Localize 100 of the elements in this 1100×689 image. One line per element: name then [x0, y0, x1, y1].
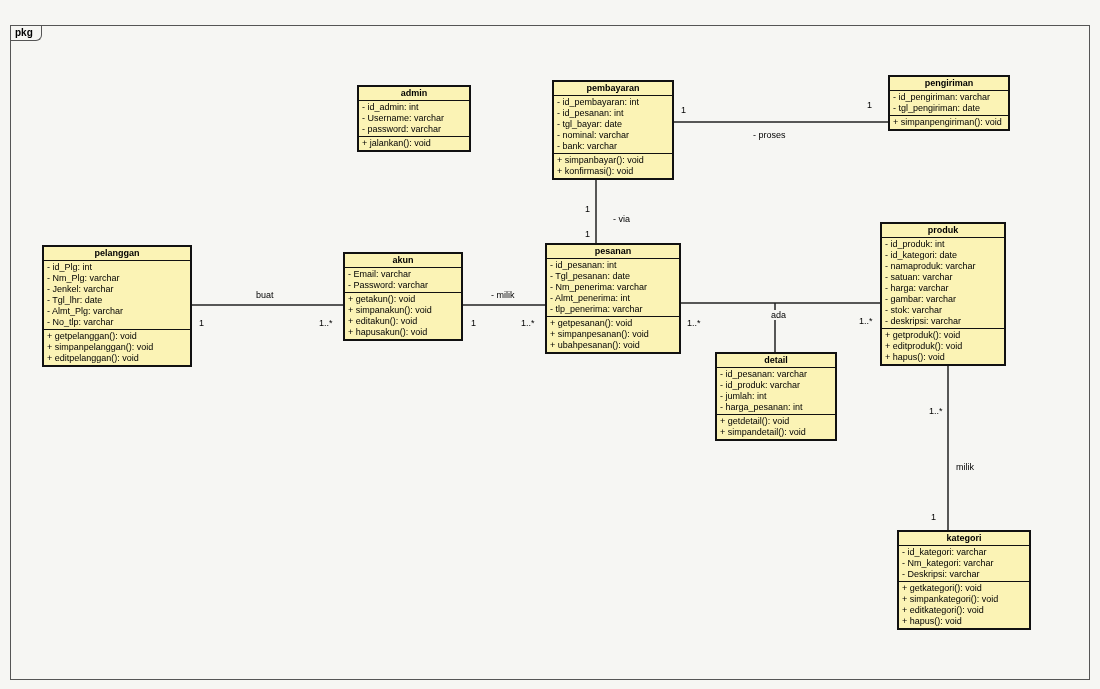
attribute-text: - nominal: varchar [557, 130, 631, 141]
method-text: + getproduk(): void [885, 330, 962, 341]
class-box [357, 85, 471, 152]
attribute-text: - stok: varchar [885, 305, 943, 316]
method-text: + editproduk(): void [885, 341, 964, 352]
attribute-text: - Email: varchar [348, 269, 412, 280]
method-text: + editakun(): void [348, 316, 419, 327]
association-line [673, 121, 889, 123]
attribute-text: - id_pesanan: varchar [720, 369, 809, 380]
class-name: pengiriman [890, 77, 1008, 91]
class-box [880, 222, 1006, 366]
method-text: + getdetail(): void [720, 416, 791, 427]
attribute-text: - id_kategori: varchar [902, 547, 988, 558]
attribute-text: - id_pesanan: int [550, 260, 618, 271]
method-text: + simpanakun(): void [348, 305, 433, 316]
attribute-text: - Almt_penerima: int [550, 293, 632, 304]
attribute-text: - No_tlp: varchar [47, 317, 115, 328]
edge-label: ada [770, 310, 788, 320]
method-text: + hapus(): void [885, 352, 946, 363]
edge-label: buat [255, 290, 275, 300]
method-text: + editpelanggan(): void [47, 353, 140, 364]
class-name: kategori [899, 532, 1029, 546]
method-text: + editkategori(): void [902, 605, 985, 616]
method-text: + getakun(): void [348, 294, 417, 305]
method-text: + hapus(): void [902, 616, 963, 627]
attribute-text: - id_pembayaran: int [557, 97, 641, 108]
attribute-text: - namaproduk: varchar [885, 261, 977, 272]
association-line [462, 304, 546, 306]
method-text: + ubahpesanan(): void [550, 340, 641, 351]
multiplicity-label: 1 [866, 100, 873, 110]
class-name: admin [359, 87, 469, 101]
attribute-text: - Tgl_pesanan: date [550, 271, 631, 282]
attribute-text: - Almt_Plg: varchar [47, 306, 125, 317]
multiplicity-label: 1..* [928, 406, 944, 416]
multiplicity-label: 1..* [318, 318, 334, 328]
multiplicity-label: 1..* [520, 318, 536, 328]
attribute-text: - tgl_bayar: date [557, 119, 624, 130]
class-box [888, 75, 1010, 131]
method-text: + simpanbayar(): void [557, 155, 645, 166]
class-box [715, 352, 837, 441]
attribute-text: - id_pesanan: int [557, 108, 625, 119]
attribute-text: - id_pengiriman: varchar [893, 92, 992, 103]
class-box [897, 530, 1031, 630]
attribute-text: - satuan: varchar [885, 272, 954, 283]
edge-label: - via [612, 214, 631, 224]
association-line [191, 304, 344, 306]
attribute-text: - id_produk: varchar [720, 380, 802, 391]
edge-label: milik [955, 462, 975, 472]
attribute-text: - id_Plg: int [47, 262, 94, 273]
attribute-text: - Deskripsi: varchar [902, 569, 981, 580]
attribute-text: - Password: varchar [348, 280, 430, 291]
method-text: + getpesanan(): void [550, 318, 634, 329]
class-box [552, 80, 674, 180]
method-text: + konfirmasi(): void [557, 166, 635, 177]
edge-label: - proses [752, 130, 787, 140]
attribute-text: - Tgl_lhr: date [47, 295, 104, 306]
multiplicity-label: 1 [930, 512, 937, 522]
method-text: + getpelanggan(): void [47, 331, 138, 342]
association-line [595, 179, 597, 244]
attribute-text: - Nm_penerima: varchar [550, 282, 649, 293]
attribute-text: - harga: varchar [885, 283, 950, 294]
class-name: detail [717, 354, 835, 368]
method-text: + getkategori(): void [902, 583, 983, 594]
edge-label: - milik [490, 290, 516, 300]
attribute-text: - id_kategori: date [885, 250, 959, 261]
class-box [545, 243, 681, 354]
attribute-text: - tgl_pengiriman: date [893, 103, 982, 114]
association-line [680, 302, 881, 304]
attribute-text: - id_produk: int [885, 239, 946, 250]
association-line [947, 365, 949, 531]
method-text: + simpanpesanan(): void [550, 329, 650, 340]
attribute-text: - Nm_kategori: varchar [902, 558, 995, 569]
class-name: pesanan [547, 245, 679, 259]
class-name: akun [345, 254, 461, 268]
method-text: + simpandetail(): void [720, 427, 807, 438]
class-name: pelanggan [44, 247, 190, 261]
attribute-text: - password: varchar [362, 124, 443, 135]
attribute-text: - gambar: varchar [885, 294, 958, 305]
class-name: pembayaran [554, 82, 672, 96]
attribute-text: - bank: varchar [557, 141, 619, 152]
attribute-text: - jumlah: int [720, 391, 768, 402]
method-text: + simpankategori(): void [902, 594, 1000, 605]
method-text: + jalankan(): void [362, 138, 432, 149]
package-frame [10, 25, 1090, 680]
method-text: + simpanpengiriman(): void [893, 117, 1003, 128]
attribute-text: - Nm_Plg: varchar [47, 273, 121, 284]
multiplicity-label: 1 [584, 204, 591, 214]
attribute-text: - Jenkel: varchar [47, 284, 115, 295]
attribute-text: - tlp_penerima: varchar [550, 304, 644, 315]
multiplicity-label: 1 [584, 229, 591, 239]
class-box [343, 252, 463, 341]
attribute-text: - id_admin: int [362, 102, 420, 113]
frame-label: pkg [11, 26, 42, 41]
attribute-text: - harga_pesanan: int [720, 402, 804, 413]
class-name: produk [882, 224, 1004, 238]
attribute-text: - Username: varchar [362, 113, 446, 124]
class-box [42, 245, 192, 367]
method-text: + hapusakun(): void [348, 327, 429, 338]
method-text: + simpanpelanggan(): void [47, 342, 155, 353]
attribute-text: - deskripsi: varchar [885, 316, 963, 327]
